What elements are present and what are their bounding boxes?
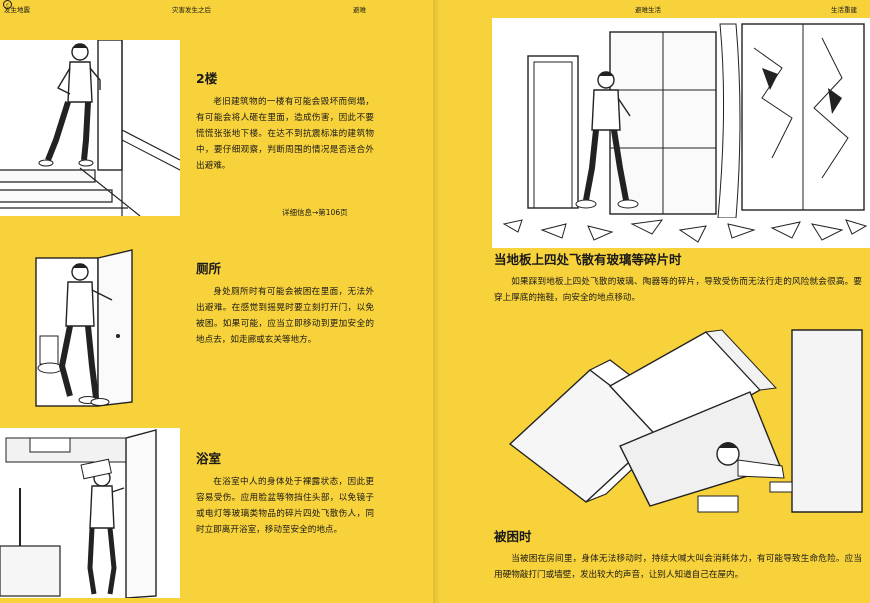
section-title-bathroom: 浴室 bbox=[196, 451, 222, 466]
section-body-glass-fragments: 如果踩到地板上四处飞散的玻璃、陶器等的碎片，导致受伤而无法行走的风险就会很高。要… bbox=[494, 277, 862, 303]
section-body-toilet: 身处厕所时有可能会被困在里面，无法外出避难。在感觉到摇晃时要立刻打开门，以免被困… bbox=[196, 287, 374, 345]
stairs-drawing bbox=[0, 40, 180, 216]
broken-glass-drawing bbox=[492, 18, 870, 248]
section-title-trapped: 被困时 bbox=[494, 529, 532, 544]
bathroom-drawing bbox=[0, 428, 180, 598]
illustration-broken-glass bbox=[492, 18, 870, 248]
section-body-trapped: 当被困在房间里，身体无法移动时，持续大喊大叫会消耗体力，有可能导致生命危险。应当… bbox=[494, 554, 862, 580]
toilet-drawing bbox=[35, 249, 133, 407]
page-gutter bbox=[433, 0, 439, 603]
section-reference-link: 详细信息→第106页 bbox=[282, 208, 348, 217]
page-marker: ✓ bbox=[3, 0, 12, 9]
illustration-trapped bbox=[500, 326, 870, 516]
section-title-glass-fragments: 当地板上四处飞散有玻璃等碎片时 bbox=[494, 252, 682, 267]
illustration-toilet bbox=[0, 246, 180, 416]
running-head-evacuation: 避难 bbox=[353, 6, 366, 14]
running-head-reconstruction: 生活重建 bbox=[831, 6, 857, 14]
section-body-bathroom: 在浴室中人的身体处于裸露状态，因此更容易受伤。应用脸盆等物挡住头部，以免镜子或电… bbox=[196, 477, 374, 535]
section-title-toilet: 厕所 bbox=[196, 261, 222, 276]
section-body-second-floor: 老旧建筑物的一楼有可能会毁坏而倒塌，有可能会将人砸在里面，造成伤害，因此不要慌慌… bbox=[196, 97, 374, 171]
running-head-earthquake: 发生地震 bbox=[4, 6, 30, 14]
running-head-after-disaster: 灾害发生之后 bbox=[172, 6, 211, 14]
section-title-second-floor: 2楼 bbox=[196, 71, 218, 86]
running-head-shelter-life: 避难生活 bbox=[635, 6, 661, 14]
illustration-bathroom bbox=[0, 428, 180, 598]
illustration-stairs bbox=[0, 40, 180, 216]
trapped-drawing bbox=[508, 329, 863, 513]
